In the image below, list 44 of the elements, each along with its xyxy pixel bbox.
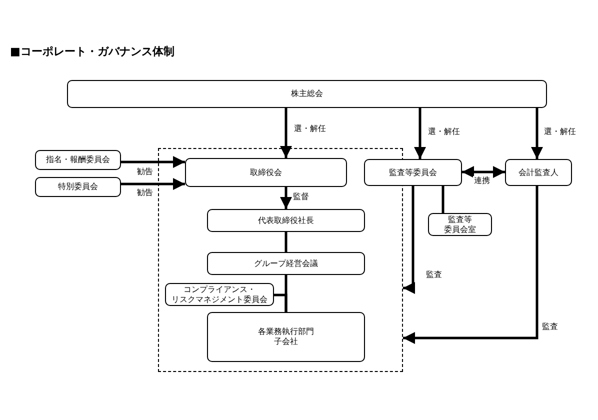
connector-line [442, 186, 444, 213]
rounded-box [185, 158, 347, 187]
box-label: 会計監査人 [518, 168, 558, 178]
edge-label: 連携 [473, 176, 491, 186]
box-label: 監査等委員会 [389, 168, 437, 178]
box-label: 株主総会 [291, 89, 323, 99]
edge-label: 選・解任 [293, 124, 327, 134]
edge-label: 監査 [541, 322, 559, 332]
arrow [403, 186, 415, 294]
box-label: 各業務執行部門子会社 [258, 327, 314, 347]
rounded-box [364, 159, 462, 186]
edge-label: 勧告 [136, 167, 154, 177]
double-arrow [462, 166, 505, 178]
arrow [280, 187, 292, 209]
box-label: コンプライアンス・リスクマネジメント委員会 [172, 284, 268, 304]
arrow [121, 156, 185, 168]
box-label: 監査等委員会室 [444, 214, 476, 234]
edge-label: 監督 [292, 192, 310, 202]
arrow [121, 178, 185, 190]
diagram-title: ■コーポレート・ガバナンス体制 [10, 44, 174, 59]
edge-label: 勧告 [136, 188, 154, 198]
arrow [414, 108, 426, 159]
rounded-box [428, 213, 492, 236]
rounded-box [505, 159, 572, 186]
edge-label: 監査 [425, 270, 443, 280]
edge-label: 選・解任 [427, 127, 461, 137]
rounded-box [207, 252, 365, 275]
box-label: 特別委員会 [58, 182, 98, 192]
arrow [531, 108, 543, 159]
rounded-box [165, 283, 274, 306]
box-label: グループ経営会議 [254, 258, 318, 268]
rounded-box [207, 312, 365, 362]
arrow [403, 186, 538, 344]
arrow [280, 108, 292, 158]
connector-line [284, 275, 288, 312]
rounded-box [207, 209, 365, 232]
edge-label: 選・解任 [543, 127, 577, 137]
rounded-box [35, 150, 121, 170]
box-label: 取締役会 [250, 168, 282, 178]
box-label: 代表取締役社長 [258, 216, 314, 226]
box-label: 指名・報酬委員会 [46, 155, 110, 165]
rounded-box [35, 177, 121, 197]
rounded-box [67, 80, 547, 108]
connector-line [284, 232, 288, 252]
